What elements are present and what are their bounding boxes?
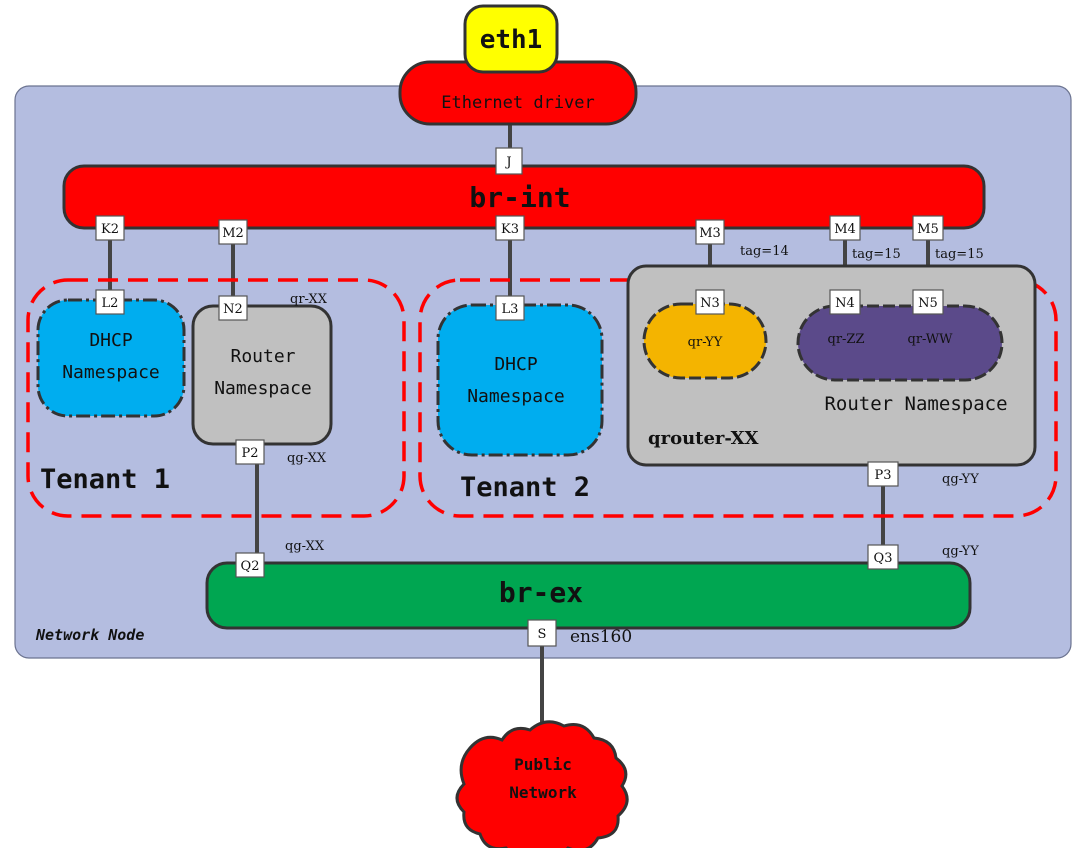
port-q3: Q3 [867, 544, 899, 570]
svg-text:Q2: Q2 [241, 559, 260, 574]
port-m2: M2 [218, 219, 248, 245]
svg-text:Q3: Q3 [874, 551, 893, 566]
router-namespace-tenant1 [191, 304, 333, 446]
svg-text:M2: M2 [222, 226, 244, 241]
dhcp-namespace-tenant2-label-1: DHCP [494, 354, 538, 375]
port-j: J [495, 147, 523, 175]
svg-text:L2: L2 [102, 296, 119, 311]
port-m5: M5 [912, 215, 944, 241]
qg-xx-upper-label: qg-XX [287, 451, 327, 466]
tag-m5-label: tag=15 [935, 247, 984, 262]
public-network-label-2: Network [509, 783, 577, 802]
ports: J K2 M2 K3 M3 M4 M5 L2 N2 L3 N3 N4 N5 P2… [95, 147, 944, 647]
router-namespace-tenant1-label-2: Namespace [214, 378, 312, 399]
svg-text:N5: N5 [918, 296, 938, 311]
tag-m3-label: tag=14 [740, 244, 789, 259]
qr-yy-label: qr-YY [688, 335, 723, 350]
svg-text:M5: M5 [917, 222, 939, 237]
port-m4: M4 [829, 215, 861, 241]
router-namespace-tenant1-label-1: Router [230, 346, 295, 367]
public-network-cloud [455, 720, 629, 848]
qg-xx-lower-label: qg-XX [285, 539, 325, 554]
port-m3: M3 [695, 219, 725, 245]
qr-ww-label: qr-WW [908, 332, 954, 347]
svg-text:M3: M3 [699, 226, 721, 241]
qr-zz-ww-interface [796, 304, 1004, 382]
network-node-label: Network Node [35, 626, 144, 644]
svg-text:P3: P3 [874, 468, 891, 483]
br-ex-label: br-ex [499, 576, 583, 609]
qr-xx-label: qr-XX [290, 292, 328, 307]
port-n5: N5 [912, 289, 944, 315]
svg-text:K3: K3 [501, 222, 519, 237]
ethernet-driver-label: Ethernet driver [441, 93, 595, 113]
port-l3: L3 [495, 295, 525, 321]
port-q2: Q2 [235, 552, 265, 578]
router-namespace-tenant2-label: Router Namespace [824, 393, 1007, 415]
dhcp-namespace-tenant1-label-1: DHCP [89, 330, 133, 351]
port-n2: N2 [218, 295, 248, 321]
svg-text:M4: M4 [834, 222, 856, 237]
dhcp-namespace-tenant2-label-2: Namespace [467, 386, 565, 407]
dhcp-namespace-tenant1-label-2: Namespace [62, 362, 160, 383]
svg-text:P2: P2 [241, 446, 258, 461]
svg-text:N3: N3 [700, 296, 720, 311]
eth1-interface [463, 4, 559, 74]
port-p3: P3 [867, 461, 899, 487]
tenant1-label: Tenant 1 [40, 464, 170, 495]
dhcp-namespace-tenant1 [36, 298, 186, 418]
port-k3: K3 [495, 215, 525, 241]
svg-text:N2: N2 [223, 302, 243, 317]
port-l2: L2 [95, 289, 125, 315]
eth1-label: eth1 [480, 25, 543, 55]
port-p2: P2 [235, 439, 265, 465]
svg-text:K2: K2 [101, 222, 119, 237]
port-n4: N4 [829, 289, 861, 315]
port-n3: N3 [695, 289, 725, 315]
qg-yy-lower-label: qg-YY [942, 544, 979, 559]
br-ex-bridge [205, 561, 972, 630]
svg-text:J: J [504, 155, 511, 170]
qr-zz-label: qr-ZZ [828, 332, 865, 347]
svg-text:N4: N4 [835, 296, 855, 311]
port-s: S [527, 619, 557, 647]
public-network-label-1: Public [514, 755, 572, 774]
qg-yy-upper-label: qg-YY [942, 472, 979, 487]
svg-text:L3: L3 [502, 302, 519, 317]
ens160-label: ens160 [570, 627, 632, 647]
port-k2: K2 [95, 215, 125, 241]
tenant2-label: Tenant 2 [460, 472, 590, 503]
tag-m4-label: tag=15 [852, 247, 901, 262]
br-int-label: br-int [469, 181, 570, 214]
qrouter-label: qrouter-XX [648, 428, 759, 449]
tenant1-region [26, 278, 406, 518]
dhcp-namespace-tenant2 [436, 303, 604, 457]
svg-text:S: S [538, 627, 547, 642]
